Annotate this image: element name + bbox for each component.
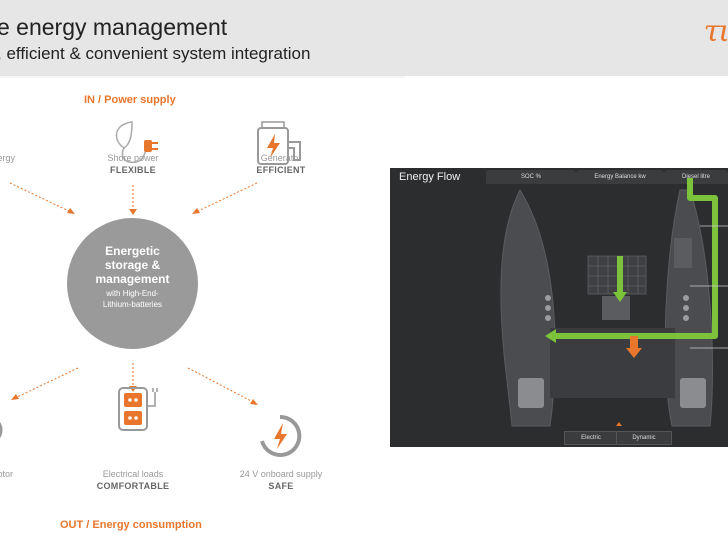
battery-cycle-icon (260, 414, 302, 457)
brand-logo: τι (703, 14, 728, 49)
input-label-solar: d energyLY (0, 153, 16, 163)
tab-energy-balance[interactable]: Energy Balance kw (576, 170, 664, 184)
energy-diagram: IN / Power supply OUT / Energy consumpti… (0, 78, 405, 544)
in-label: IN / Power supply (84, 94, 176, 106)
tab-electric[interactable]: Electric (564, 431, 618, 445)
socket-icon (118, 387, 158, 431)
tab-diesel[interactable]: Diesel litre (664, 170, 728, 184)
boat-diagram (500, 178, 728, 427)
tab-soc[interactable]: SOC % (486, 170, 576, 184)
storage-circle: Energetic storage & management with High… (67, 218, 198, 349)
energy-flow-screen: Energy Flow SOC % Energy Balance kw Dies… (390, 168, 728, 447)
header-bar: e energy management , efficient & conven… (0, 0, 728, 76)
out-label: OUT / Energy consumption (60, 519, 202, 531)
flow-arrows (9, 182, 258, 405)
motor-icon (0, 421, 3, 439)
plug-leaf-icon (115, 121, 158, 164)
page-subtitle: , efficient & convenient system integrat… (0, 44, 311, 63)
output-label-motor: motorG (0, 469, 14, 479)
header-divider (0, 76, 405, 78)
energy-flow-title: Energy Flow (399, 171, 461, 183)
page-title: e energy management (0, 14, 228, 40)
tab-dynamic[interactable]: Dynamic (616, 431, 672, 445)
generator-icon (257, 121, 301, 165)
